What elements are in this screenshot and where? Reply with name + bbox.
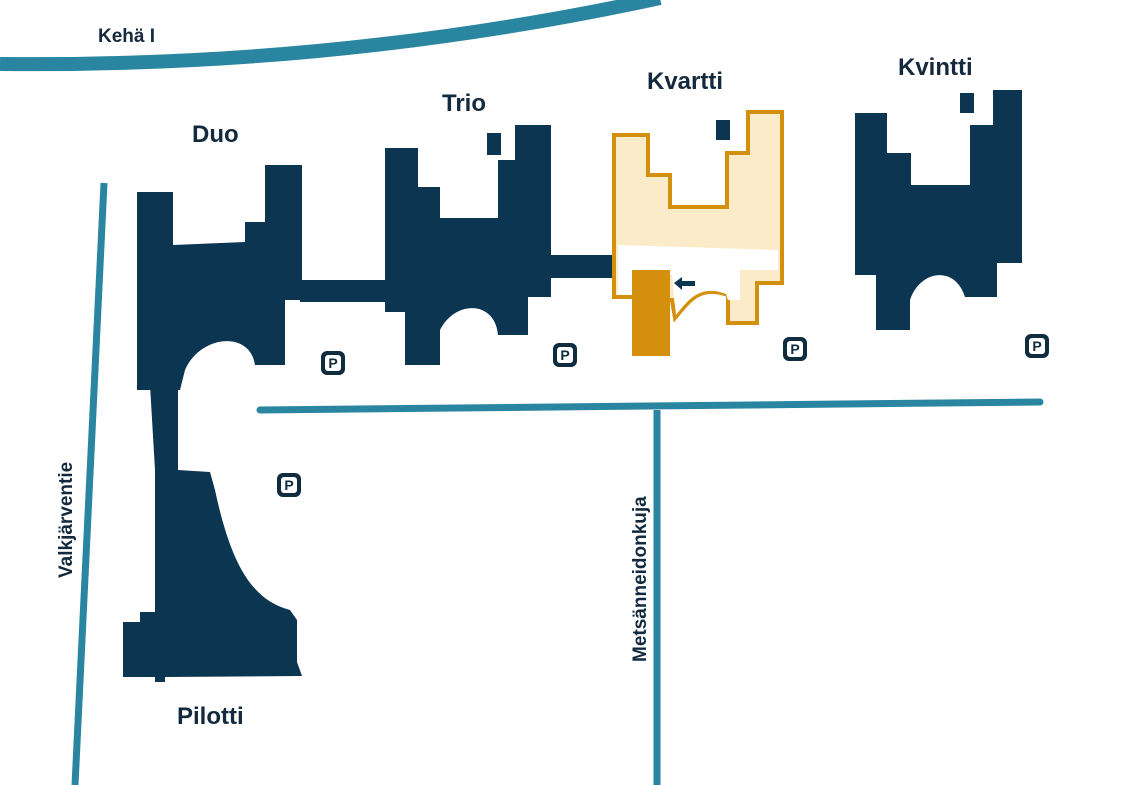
parking-label: P	[281, 477, 297, 493]
parking-icon: P	[553, 343, 577, 367]
building-kvintti	[855, 90, 1022, 330]
building-label-trio: Trio	[442, 90, 487, 117]
building-trio	[385, 125, 551, 365]
building-label-kvartti: Kvartti	[647, 68, 724, 95]
building-duo	[137, 165, 302, 390]
building-kvartti-annex	[716, 120, 730, 140]
bridge-trio-kvartti	[551, 255, 614, 278]
parking-label: P	[325, 355, 341, 371]
road-label-kehä-i: Kehä I	[98, 26, 156, 47]
parking-label: P	[787, 341, 803, 357]
bridge-duo-trio	[300, 280, 388, 302]
parking-icon: P	[321, 351, 345, 375]
arrow-left-icon	[674, 277, 695, 290]
building-label-kvintti: Kvintti	[898, 54, 973, 81]
parking-label: P	[557, 347, 573, 363]
parking-icon: P	[277, 473, 301, 497]
building-pilotti	[123, 385, 302, 682]
parking-icon: P	[1025, 334, 1049, 358]
road-label-metsanneidonkuja: Metsänneidonkuja	[630, 496, 651, 662]
building-trio-annex	[487, 133, 501, 155]
road-valkjarventie	[71, 182, 108, 785]
kvartti-entrance-block	[632, 270, 670, 356]
road-horizontal	[256, 398, 1044, 414]
building-label-pilotti: Pilotti	[177, 703, 244, 730]
parking-label: P	[1029, 338, 1045, 354]
road-kehä-i	[0, 0, 662, 72]
parking-icon: P	[783, 337, 807, 361]
building-label-duo: Duo	[192, 121, 239, 148]
building-kvintti-annex	[960, 93, 974, 113]
kvartti-corridor	[618, 245, 778, 315]
road-label-valkjarventie: Valkjärventie	[56, 461, 77, 578]
